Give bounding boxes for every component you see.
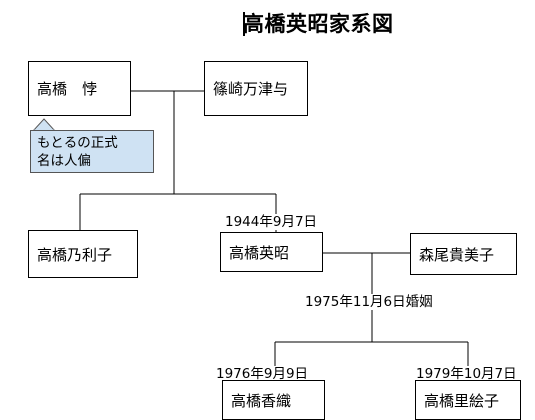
person-box-shinozaki[interactable]: 篠崎万津与 bbox=[204, 61, 308, 116]
person-name: 高橋英昭 bbox=[229, 243, 290, 262]
page-title: 高橋英昭家系図 bbox=[243, 12, 394, 36]
note-line-1: もとるの正式 bbox=[37, 135, 118, 151]
person-name: 高橋香織 bbox=[231, 391, 292, 410]
person-box-rieko[interactable]: 高橋里絵子 bbox=[415, 380, 521, 420]
marriage-date: 1975年11月6日婚姻 bbox=[305, 294, 433, 310]
person-name: 高橋 悖 bbox=[37, 80, 98, 98]
person-name: 高橋里絵子 bbox=[424, 391, 500, 410]
person-box-takahashi-sunao[interactable]: 高橋 悖 bbox=[28, 61, 131, 116]
person-box-kaori[interactable]: 高橋香織 bbox=[222, 380, 325, 420]
birth-date-rieko: 1979年10月7日 bbox=[416, 366, 517, 382]
person-box-kimiko[interactable]: 森尾貴美子 bbox=[410, 233, 517, 275]
birth-date-kaori: 1976年9月9日 bbox=[216, 366, 309, 382]
person-box-hideaki[interactable]: 高橋英昭 bbox=[220, 232, 323, 272]
person-name: 高橋乃利子 bbox=[37, 245, 113, 264]
person-name: 森尾貴美子 bbox=[419, 245, 495, 264]
note-line-2: 名は人偏 bbox=[37, 153, 91, 169]
text-cursor bbox=[243, 12, 245, 36]
person-name: 篠崎万津与 bbox=[213, 80, 289, 98]
note-callout: もとるの正式 名は人偏 bbox=[30, 130, 154, 173]
birth-date-hideaki: 1944年9月7日 bbox=[225, 214, 318, 230]
person-box-noriko[interactable]: 高橋乃利子 bbox=[28, 230, 138, 278]
